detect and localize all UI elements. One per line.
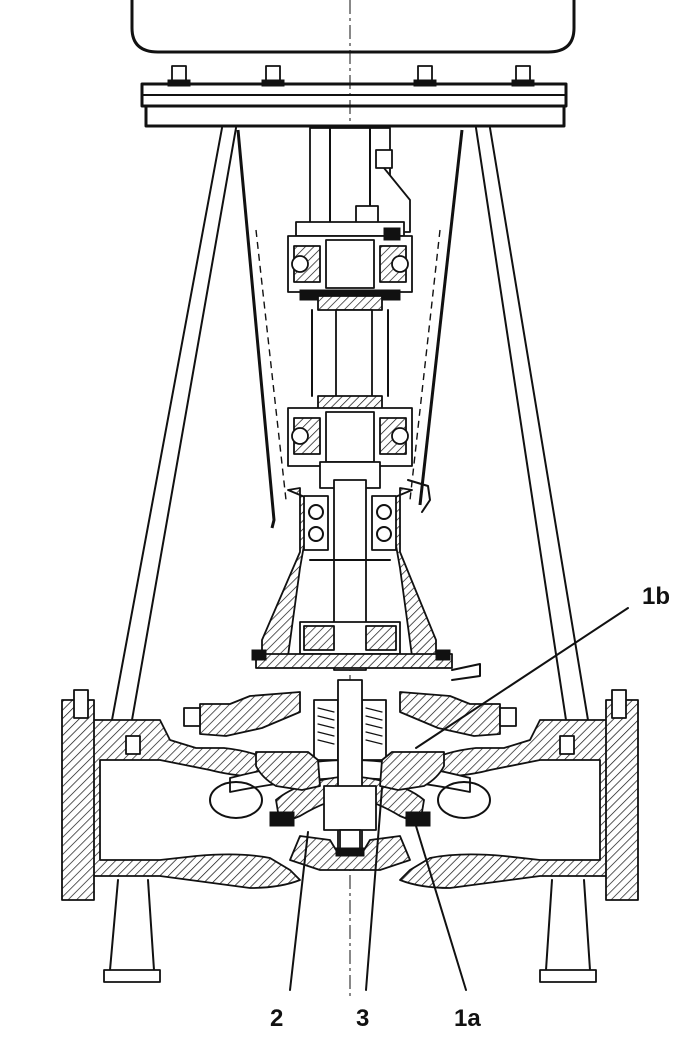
leader-line-2 (289, 831, 309, 991)
coupling-guard (236, 129, 464, 529)
casing-cover (183, 691, 517, 737)
callout-3: 3 (356, 787, 383, 1032)
callout-1a: 1a (415, 825, 481, 1032)
lower-coupling (287, 395, 413, 489)
callout-label-1b: 1b (642, 583, 670, 610)
motor-housing (130, 0, 576, 54)
leader-line-1a (415, 825, 467, 991)
impeller (255, 751, 445, 857)
callout-1b: 1b (415, 583, 670, 749)
spacer-shaft (311, 309, 389, 401)
callout-2: 2 (270, 831, 309, 1032)
upper-coupling (287, 221, 413, 311)
callout-label-3: 3 (356, 1005, 369, 1032)
motor-mounting-flange (140, 82, 568, 128)
callout-label-1a: 1a (454, 1005, 481, 1032)
motor-shaft-extension (309, 127, 411, 233)
motor-stool-lantern (111, 127, 589, 721)
callout-label-2: 2 (270, 1005, 283, 1032)
pump-feet (103, 879, 597, 983)
leader-line-1b (415, 607, 629, 749)
bearing-bracket (251, 479, 481, 681)
leader-line-3 (365, 787, 383, 991)
flange-bolts (167, 65, 535, 87)
